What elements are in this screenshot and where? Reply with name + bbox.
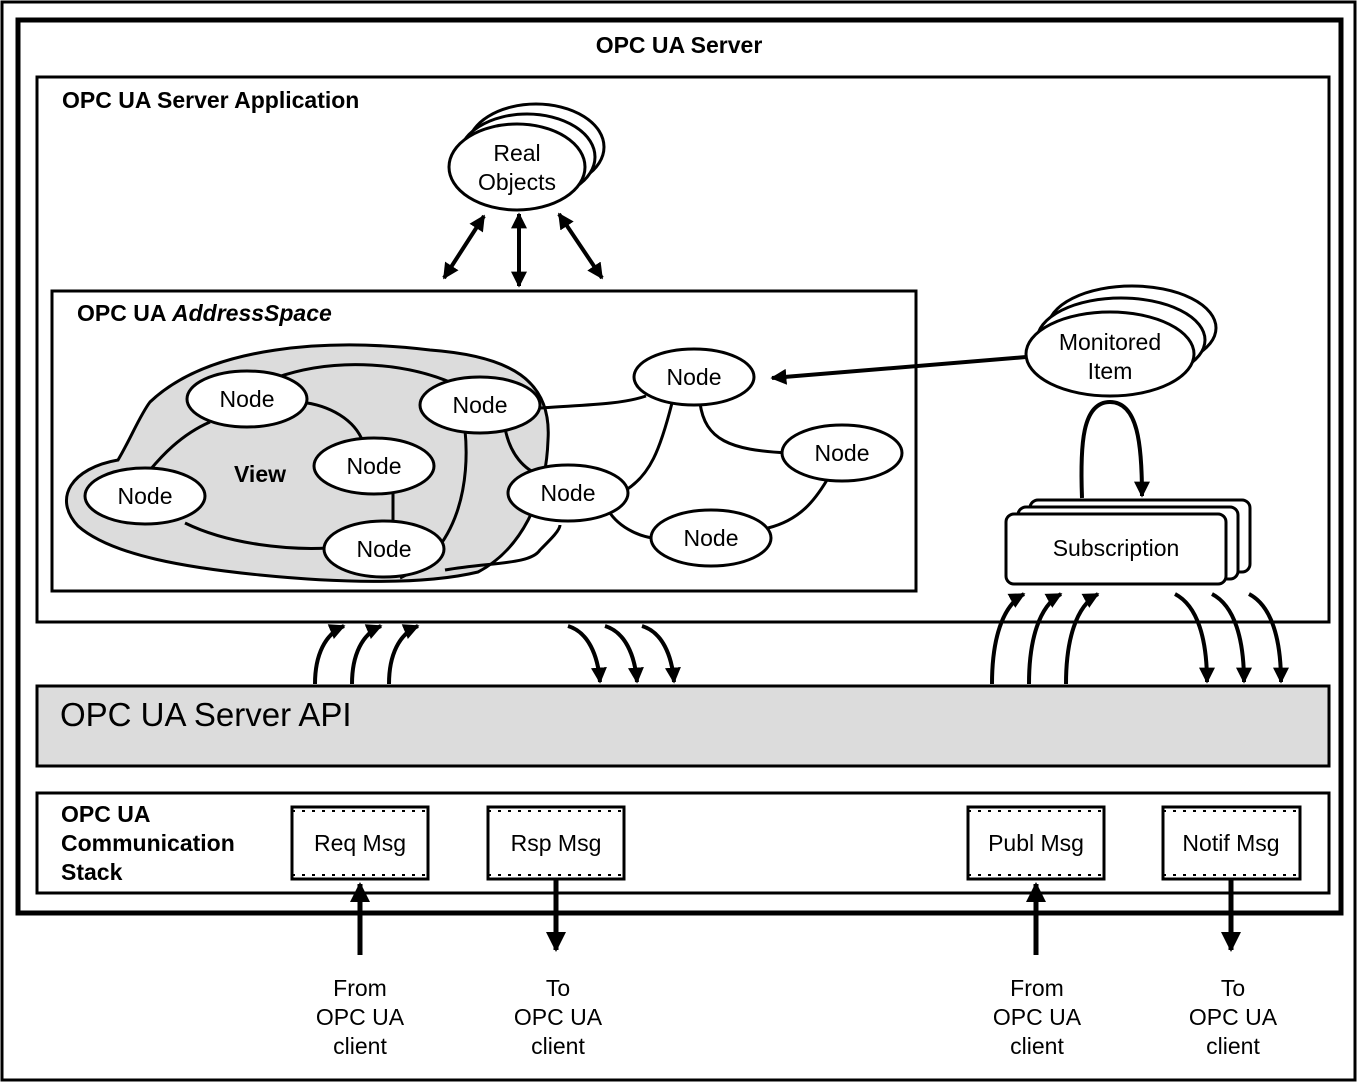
node: Node xyxy=(312,436,436,496)
monitored-item-line-1: Monitored xyxy=(1059,329,1161,355)
node-label: Node xyxy=(667,364,722,390)
req-msg: Req Msg xyxy=(290,805,430,881)
svg-text:client: client xyxy=(531,1033,585,1059)
real-objects: Real Objects xyxy=(447,102,606,212)
stack-title-line-3: Stack xyxy=(61,859,123,885)
node: Node xyxy=(632,347,756,407)
node-label: Node xyxy=(118,483,173,509)
server-title: OPC UA Server xyxy=(596,32,763,58)
node: Node xyxy=(418,375,542,435)
node-label: Node xyxy=(541,480,596,506)
stack-title-line-2: Communication xyxy=(61,830,235,856)
client-label-to-1: To OPC UA client xyxy=(514,975,603,1059)
response-arrows xyxy=(567,624,681,684)
real-objects-arrows xyxy=(442,212,604,288)
server-api-bar xyxy=(35,684,1331,768)
publish-arrows xyxy=(990,592,1100,685)
svg-text:From: From xyxy=(1010,975,1064,1001)
node: Node xyxy=(83,466,207,526)
node-label: Node xyxy=(815,440,870,466)
svg-text:OPC UA: OPC UA xyxy=(1189,1004,1278,1030)
real-objects-line-2: Objects xyxy=(478,169,556,195)
node: Node xyxy=(780,423,904,483)
subscription: Subscription xyxy=(1004,498,1252,586)
svg-text:To: To xyxy=(1221,975,1245,1001)
rsp-msg-label: Rsp Msg xyxy=(511,830,602,856)
node-label: Node xyxy=(453,392,508,418)
subscription-loop-arrow xyxy=(1079,399,1150,499)
svg-text:OPC UA: OPC UA xyxy=(316,1004,405,1030)
node: Node xyxy=(506,463,630,523)
node-label: Node xyxy=(684,525,739,551)
notification-arrows xyxy=(1173,592,1289,684)
svg-text:client: client xyxy=(1206,1033,1260,1059)
rsp-msg: Rsp Msg xyxy=(486,805,626,881)
subscription-label: Subscription xyxy=(1053,535,1180,561)
server-api-label: OPC UA Server API xyxy=(60,696,352,733)
stack-title-line-1: OPC UA xyxy=(61,801,150,827)
svg-text:OPC UA: OPC UA xyxy=(514,1004,603,1030)
request-arrows xyxy=(313,624,420,685)
monitored-item-arrow xyxy=(770,355,1027,385)
client-label-from-1: From OPC UA client xyxy=(316,975,405,1059)
monitored-item: Monitored Item xyxy=(1024,284,1218,398)
client-label-from-2: From OPC UA client xyxy=(993,975,1082,1059)
node: Node xyxy=(185,369,309,429)
svg-text:To: To xyxy=(546,975,570,1001)
publ-msg-label: Publ Msg xyxy=(988,830,1084,856)
server-application-title: OPC UA Server Application xyxy=(62,87,359,113)
node-connections xyxy=(148,363,829,580)
client-label-to-2: To OPC UA client xyxy=(1189,975,1278,1059)
svg-text:From: From xyxy=(333,975,387,1001)
real-objects-line-1: Real xyxy=(493,140,540,166)
view-label: View xyxy=(234,461,286,487)
client-arrows xyxy=(350,880,1241,955)
svg-text:client: client xyxy=(333,1033,387,1059)
req-msg-label: Req Msg xyxy=(314,830,406,856)
node-label: Node xyxy=(357,536,412,562)
monitored-item-line-2: Item xyxy=(1088,358,1133,384)
address-space-title: OPC UA AddressSpace xyxy=(77,300,332,326)
notif-msg: Notif Msg xyxy=(1161,805,1302,881)
node: Node xyxy=(322,519,446,579)
svg-text:client: client xyxy=(1010,1033,1064,1059)
notif-msg-label: Notif Msg xyxy=(1182,830,1279,856)
node-label: Node xyxy=(220,386,275,412)
svg-text:OPC UA: OPC UA xyxy=(993,1004,1082,1030)
node: Node xyxy=(649,508,773,568)
node-label: Node xyxy=(347,453,402,479)
communication-stack-box xyxy=(35,791,1331,895)
publ-msg: Publ Msg xyxy=(966,805,1106,881)
